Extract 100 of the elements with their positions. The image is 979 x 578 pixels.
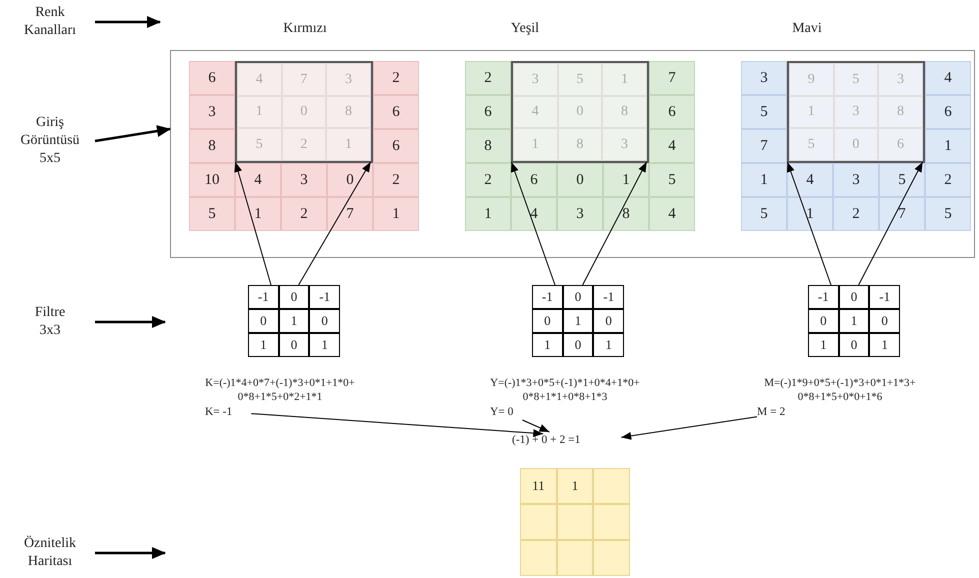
matrix-cell: 3 [189, 95, 235, 129]
filter-matrix [532, 285, 624, 357]
channel-title: Mavi [791, 20, 823, 38]
matrix-cell: 5 [741, 95, 787, 129]
arrow [522, 420, 550, 432]
filter-matrix [808, 285, 900, 357]
arrow [95, 16, 161, 28]
matrix-cell: 0 [309, 309, 340, 333]
filter-matrix [248, 285, 340, 357]
channel-title: Yeşil [510, 20, 540, 38]
matrix-cell: 8 [878, 96, 923, 128]
matrix-cell: 0 [532, 309, 563, 333]
matrix-cell: 5 [789, 128, 834, 161]
matrix-cell: 0 [834, 128, 878, 161]
matrix-cell: 7 [327, 197, 373, 231]
formula-text: Y=(-)1*3+0*5+(-1)*1+0*4+1*0+ 0*8+1*1+0*8+1*3 [489, 376, 641, 404]
matrix-cell: 1 [532, 333, 563, 357]
matrix-cell: 4 [511, 197, 557, 231]
matrix-cell: 3 [833, 163, 879, 197]
matrix-cell: 1 [309, 333, 340, 357]
arrow [250, 413, 544, 438]
matrix-cell: 3 [326, 63, 371, 96]
input-panel [170, 50, 975, 258]
matrix-cell: 8 [603, 197, 649, 231]
matrix-cell: 5 [925, 197, 971, 231]
matrix-cell: 5 [189, 197, 235, 231]
pixel-matrix [189, 61, 419, 231]
matrix-cell: 1 [787, 197, 833, 231]
channel-title: Kırmızı [282, 20, 328, 38]
arrow [95, 316, 166, 328]
matrix-cell: 8 [189, 129, 235, 163]
matrix-cell: 0 [282, 96, 326, 128]
matrix-cell: 6 [189, 61, 235, 95]
matrix-cell: 9 [789, 63, 834, 96]
row-label: Renk Kanalları [5, 2, 95, 42]
matrix-cell: 2 [282, 128, 326, 161]
arrow [620, 416, 758, 440]
row-label: Öznitelik Haritası [5, 533, 95, 573]
row-label: Filtre 3x3 [5, 302, 95, 342]
matrix-cell: 8 [326, 96, 371, 128]
arrow [94, 125, 171, 142]
result-text: K= -1 [205, 404, 247, 420]
matrix-cell: 3 [878, 63, 923, 96]
matrix-cell: 1 [513, 128, 558, 161]
matrix-cell: 6 [649, 95, 695, 129]
matrix-cell: 1 [326, 128, 371, 161]
matrix-cell: 0 [558, 96, 602, 128]
matrix-cell: 1 [278, 309, 310, 333]
matrix-cell: 3 [834, 96, 878, 128]
matrix-cell: 0 [278, 333, 310, 357]
arrow [582, 162, 648, 286]
matrix-cell: 0 [278, 285, 310, 309]
matrix-cell: 0 [557, 163, 603, 197]
matrix-cell: 7 [741, 129, 787, 163]
matrix-cell: 1 [562, 309, 594, 333]
matrix-cell: 4 [237, 63, 282, 96]
arrow [858, 162, 924, 286]
filter-window [511, 61, 649, 163]
matrix-cell: 2 [465, 163, 511, 197]
matrix-cell: 6 [878, 128, 923, 161]
arrow [786, 162, 832, 286]
arrow [298, 162, 372, 286]
pixel-matrix [465, 61, 695, 231]
arrow [510, 162, 556, 286]
matrix-cell: 7 [649, 61, 695, 95]
matrix-cell: 1 [838, 309, 870, 333]
matrix-cell: 2 [373, 163, 419, 197]
matrix-cell: 0 [808, 309, 839, 333]
matrix-cell: -1 [248, 285, 279, 309]
matrix-cell: 1 [925, 129, 971, 163]
filter-window [235, 61, 373, 163]
matrix-cell: 5 [879, 163, 925, 197]
matrix-cell: 2 [925, 163, 971, 197]
feature-map [520, 468, 630, 576]
matrix-cell: 0 [838, 333, 870, 357]
matrix-cell: 3 [281, 163, 327, 197]
matrix-cell: 0 [593, 309, 624, 333]
arrow [234, 162, 272, 286]
matrix-cell: 4 [649, 197, 695, 231]
matrix-cell: 1 [556, 468, 594, 504]
matrix-cell: 8 [465, 129, 511, 163]
matrix-cell: 3 [741, 61, 787, 95]
matrix-cell: 4 [925, 61, 971, 95]
formula-text: M=(-)1*9+0*5+(-1)*3+0*1+1*3+ 0*8+1*5+0*0+1*6 [763, 376, 917, 404]
matrix-cell: 2 [465, 61, 511, 95]
matrix-cell: 11 [520, 468, 557, 504]
matrix-cell: 8 [558, 128, 602, 161]
matrix-cell: 5 [649, 163, 695, 197]
matrix-cell: 1 [248, 333, 279, 357]
matrix-cell: 0 [327, 163, 373, 197]
result-text: M = 2 [757, 404, 799, 420]
arrow [95, 547, 166, 559]
matrix-cell: -1 [309, 285, 340, 309]
matrix-cell: 1 [808, 333, 839, 357]
matrix-cell: 1 [869, 333, 900, 357]
matrix-cell: 10 [189, 163, 235, 197]
matrix-cell: 6 [925, 95, 971, 129]
matrix-cell: 1 [741, 163, 787, 197]
matrix-cell: 5 [741, 197, 787, 231]
matrix-cell: 1 [603, 163, 649, 197]
